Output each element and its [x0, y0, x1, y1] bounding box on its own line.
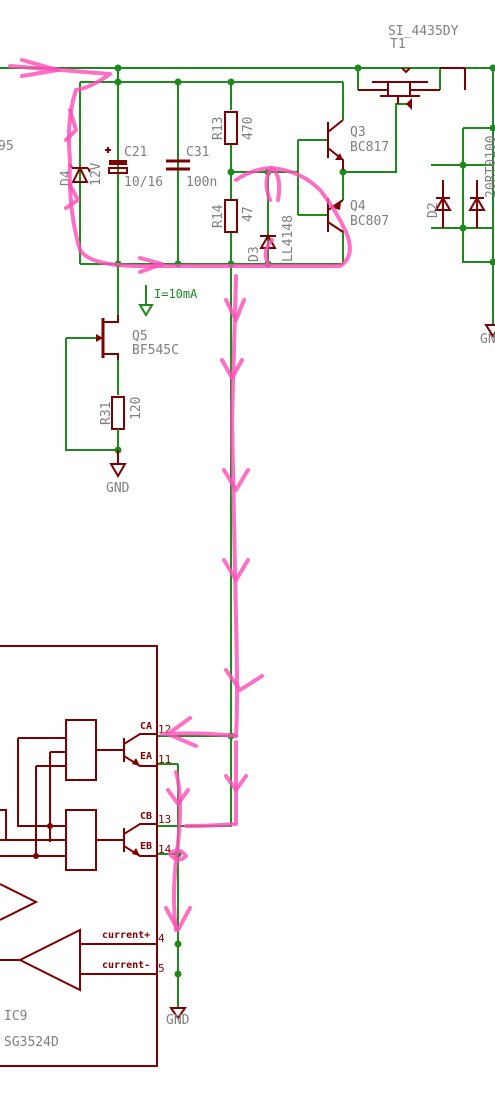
q5-gate-return-wire [65, 338, 118, 451]
gnd-label-bottom: GND [166, 1013, 190, 1028]
resistor-r14 [224, 199, 238, 233]
pin-current-plus-num: 4 [158, 932, 165, 945]
pin-eb-name: EB [140, 841, 152, 852]
junction-dot [227, 168, 235, 176]
junction-dot [489, 258, 495, 266]
ic9-body [0, 645, 158, 1067]
r13-ref: R13 [211, 117, 226, 140]
diode-d2 [434, 180, 486, 228]
ic9-ref: IC9 [4, 1009, 27, 1024]
pin-current-minus-name: current- [102, 960, 150, 971]
junction-dot [354, 64, 362, 72]
transistor-q3 [327, 119, 344, 170]
q5-part: BF545C [132, 343, 179, 358]
junction-dot [459, 161, 467, 169]
junction-dot [174, 78, 182, 86]
pin-eb-num: 14 [158, 843, 172, 856]
d4-part: 12V [89, 162, 104, 186]
q4-ref: Q4 [350, 199, 366, 214]
r31-ref: R31 [99, 402, 114, 425]
r31-value: 120 [129, 397, 144, 420]
junction-dot [114, 64, 122, 72]
pin-cb-name: CB [140, 811, 152, 822]
mosfet-part-label: SI_4435DY [388, 24, 459, 39]
gnd-label-right: GND [480, 332, 495, 347]
junction-dot [489, 124, 495, 132]
r14-value: 47 [241, 206, 256, 222]
gnd-label-q5: GND [106, 481, 130, 496]
pin-cb-num: 13 [158, 813, 171, 826]
junction-dot [114, 78, 122, 86]
capacitor-c21 [105, 147, 128, 174]
ground-icon [169, 1007, 187, 1020]
q4-part: BC807 [350, 214, 389, 229]
capacitor-c31 [166, 159, 190, 171]
mosfet-ref-label: T1 [390, 37, 406, 52]
d3-ref: D3 [247, 246, 262, 262]
pin-ea-name: EA [140, 751, 152, 762]
current-note: I=10mA [154, 287, 198, 301]
pin-ca-name: CA [140, 721, 152, 732]
ground-icon [484, 324, 495, 338]
c31-ref: C31 [186, 145, 209, 160]
highlight-annotation [8, 58, 352, 932]
resistor-r13 [224, 111, 238, 145]
pin-current-plus-name: current+ [102, 930, 150, 941]
q3-part: BC817 [350, 140, 389, 155]
junction-dot [174, 970, 182, 978]
r14-ref: R14 [211, 204, 226, 228]
partial-label: 95 [0, 139, 14, 154]
q3-ref: Q3 [350, 125, 366, 140]
d2-loop-wire [462, 128, 493, 263]
ground-icon [109, 450, 127, 478]
current-arrow-icon [138, 304, 154, 317]
junction-dot [174, 940, 182, 948]
junction-dot [227, 78, 235, 86]
d2-ref: D2 [426, 202, 441, 218]
d3-part: LL4148 [281, 215, 296, 262]
mosfet-t1 [358, 67, 466, 110]
ic9-part: SG3524D [4, 1035, 59, 1050]
junction-dot [489, 64, 495, 72]
junction-dot [339, 168, 347, 176]
c31-value: 100n [186, 175, 217, 190]
gate-drive-wire [343, 103, 410, 173]
d2-part: 20RT0100 [484, 135, 495, 198]
c21-ref: C21 [124, 145, 147, 160]
pin-current-minus-num: 5 [158, 962, 165, 975]
jfet-q5 [96, 315, 119, 360]
r13-value: 470 [241, 117, 256, 140]
pin-ea-num: 11 [158, 753, 171, 766]
junction-dot [459, 224, 467, 232]
c21-value: 10/16 [124, 175, 163, 190]
junctions [114, 64, 495, 978]
q5-ref: Q5 [132, 329, 148, 344]
